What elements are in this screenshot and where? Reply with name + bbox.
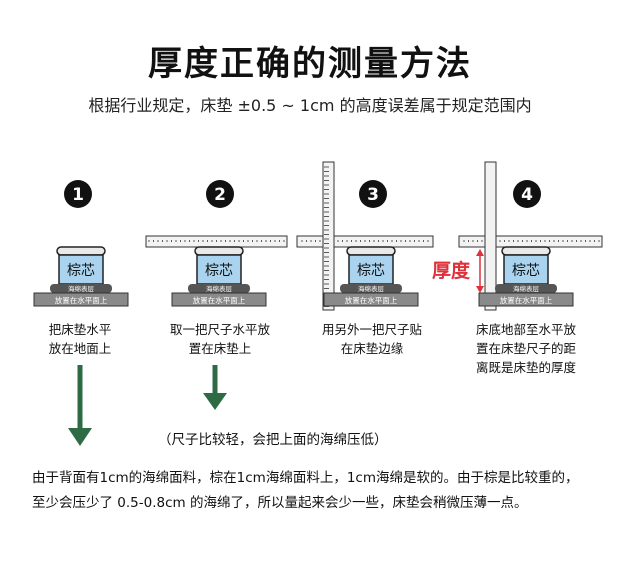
step-3-caption-line1: 用另外一把尺子贴	[321, 322, 422, 337]
step-4-caption-line1: 床底地部至水平放	[475, 322, 576, 337]
step-caption-2: 取一把尺子水平放 置在床垫上	[160, 320, 280, 358]
floor-label-3: 放置在水平面上	[345, 295, 398, 305]
green-arrow-1	[68, 365, 92, 446]
mattress-step-2: 棕芯 海绵表层 放置在水平面上	[145, 235, 288, 307]
step-number-4: 4	[513, 180, 541, 208]
page-subtitle: 根据行业规定，床垫 ±0.5 ~ 1cm 的高度误差属于规定范围内	[88, 96, 532, 115]
thickness-arrow-head-top	[476, 249, 484, 256]
sponge-label-2: 海绵表层	[206, 284, 233, 293]
green-arrow-2	[203, 365, 227, 410]
step-number-2: 2	[206, 180, 234, 208]
step-2-caption-line2: 置在床垫上	[188, 341, 252, 356]
step-number-3-text: 3	[367, 185, 379, 205]
thickness-arrow-head-bottom	[476, 286, 484, 293]
step-caption-3: 用另外一把尺子贴 在床垫边缘	[312, 320, 432, 358]
page-title: 厚度正确的测量方法	[148, 44, 472, 84]
floor-label-1: 放置在水平面上	[55, 295, 108, 305]
step-number-1: 1	[64, 180, 92, 208]
step-4-caption-line2: 置在床垫尺子的距	[475, 341, 576, 356]
mattress-step-4: 棕芯 海绵表层 放置在水平面上 厚度	[432, 161, 603, 311]
footer-line-2: 至少会压少了 0.5-0.8cm 的海绵了，所以量起来会少一些，床垫会稍微压薄一…	[32, 495, 528, 511]
step-caption-1: 把床垫水平 放在地面上	[30, 320, 130, 358]
thickness-label: 厚度	[432, 259, 471, 282]
step-4-caption-line3: 离既是床垫的厚度	[475, 360, 576, 375]
step-2-caption-line1: 取一把尺子水平放	[169, 322, 270, 337]
step-1-caption-line2: 放在地面上	[48, 341, 112, 356]
core-label-2: 棕芯	[205, 263, 233, 279]
footer-explanation: 由于背面有1cm的海绵面料，棕在1cm海绵面料上，1cm海绵是软的。由于棕是比较…	[32, 466, 602, 516]
step-3-caption-line2: 在床垫边缘	[340, 341, 404, 356]
floor-label-2: 放置在水平面上	[193, 295, 246, 305]
mattress-step-1: 棕芯 海绵表层 放置在水平面上	[33, 246, 129, 307]
step-caption-4: 床底地部至水平放 置在床垫尺子的距 离既是床垫的厚度	[466, 320, 586, 377]
floor-label-4: 放置在水平面上	[500, 295, 553, 305]
step-1-caption-line1: 把床垫水平	[48, 322, 112, 337]
step-number-4-text: 4	[521, 185, 533, 205]
sponge-label-1: 海绵表层	[68, 284, 95, 293]
step-number-2-text: 2	[214, 185, 226, 205]
core-label-4: 棕芯	[512, 263, 540, 279]
step-number-1-text: 1	[72, 185, 84, 205]
footer-line-1: 由于背面有1cm的海绵面料，棕在1cm海绵面料上，1cm海绵是软的。由于棕是比较…	[32, 470, 579, 486]
core-label-3: 棕芯	[357, 263, 385, 279]
ruler-note: （尺子比较轻，会把上面的海绵压低）	[158, 432, 388, 448]
mattress-step-3: 棕芯 海绵表层 放置在水平面上	[296, 161, 434, 311]
sponge-label-3: 海绵表层	[358, 284, 385, 293]
step-number-3: 3	[359, 180, 387, 208]
sponge-label-4: 海绵表层	[513, 284, 540, 293]
core-label-1: 棕芯	[67, 263, 95, 279]
